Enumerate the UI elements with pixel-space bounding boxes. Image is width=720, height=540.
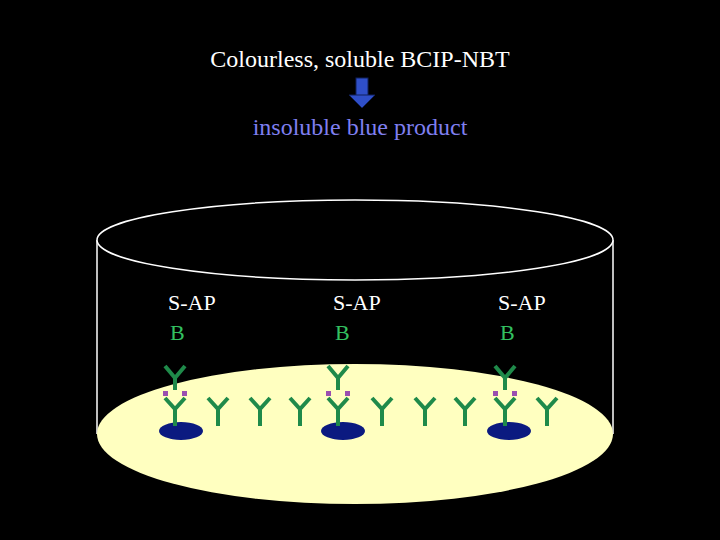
antibody — [328, 398, 348, 426]
binding-mark — [182, 391, 187, 396]
coating-antibodies — [165, 398, 557, 426]
reaction-arrow — [349, 78, 375, 108]
biotin-label: B — [500, 320, 515, 345]
detection-antibodies — [165, 366, 515, 390]
detection-antibody — [165, 366, 185, 390]
antigens — [159, 422, 531, 440]
well — [97, 200, 613, 504]
antigen — [321, 422, 365, 440]
biotin-label: B — [170, 320, 185, 345]
well-rim — [97, 200, 613, 280]
binding-marks — [163, 391, 517, 396]
well-wall — [612, 240, 614, 434]
arrow-shaft — [356, 78, 368, 96]
antigen — [487, 422, 531, 440]
binding-mark — [345, 391, 350, 396]
detection-antibody — [328, 366, 348, 390]
product-label: insoluble blue product — [253, 114, 468, 142]
antibody — [372, 398, 392, 426]
binding-mark — [326, 391, 331, 396]
well-wall — [96, 240, 98, 434]
antibody — [495, 398, 515, 426]
antibody — [537, 398, 557, 426]
binding-mark — [163, 391, 168, 396]
well-bottom — [97, 364, 613, 504]
antibody — [165, 398, 185, 426]
biotin-label: B — [335, 320, 350, 345]
antibody — [208, 398, 228, 426]
antibody — [250, 398, 270, 426]
substrate-label: Colourless, soluble BCIP-NBT — [210, 46, 509, 74]
antibody — [415, 398, 435, 426]
antigen — [159, 422, 203, 440]
binding-mark — [512, 391, 517, 396]
antibody — [290, 398, 310, 426]
binding-mark — [493, 391, 498, 396]
antibody — [455, 398, 475, 426]
enzyme-label: S-AP — [168, 290, 216, 315]
enzyme-label: S-AP — [498, 290, 546, 315]
enzyme-label: S-AP — [333, 290, 381, 315]
arrow-head — [349, 95, 375, 108]
detection-antibody — [495, 366, 515, 390]
